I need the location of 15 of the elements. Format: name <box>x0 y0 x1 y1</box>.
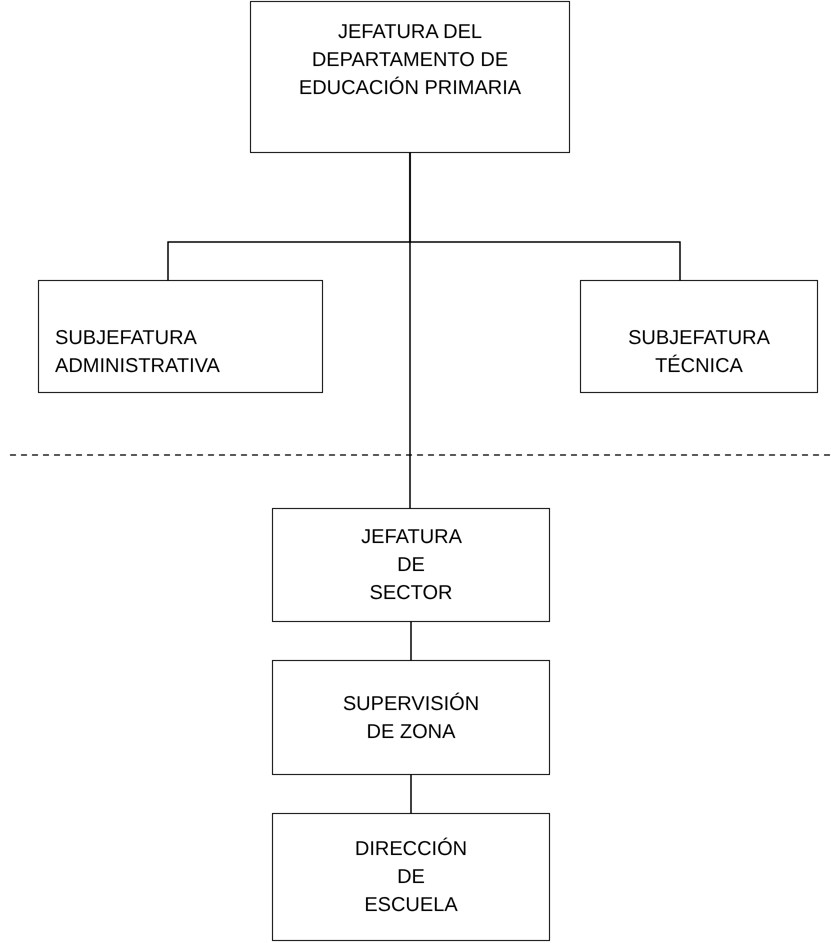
connector-line <box>410 775 412 813</box>
box-label: SUPERVISIÓN DE ZONA <box>342 692 480 744</box>
org-box <box>580 280 818 393</box>
org-box <box>38 280 323 393</box>
org-box <box>272 813 550 941</box>
org-box <box>272 660 550 775</box>
box-label: JEFATURA DE SECTOR <box>361 525 461 606</box>
box-label: JEFATURA DEL DEPARTAMENTO DE EDUCACIÓN PRIMARIA <box>298 20 522 101</box>
connector-line <box>409 153 411 508</box>
org-box <box>272 508 550 622</box>
org-box <box>250 1 570 153</box>
box-label: DIRECCIÓN DE ESCUELA <box>354 836 468 918</box>
box-label: SUBJEFATURA ADMINISTRATIVA <box>55 326 221 379</box>
connector-line <box>410 622 412 660</box>
box-label: SUBJEFATURA TÉCNICA <box>627 326 771 379</box>
